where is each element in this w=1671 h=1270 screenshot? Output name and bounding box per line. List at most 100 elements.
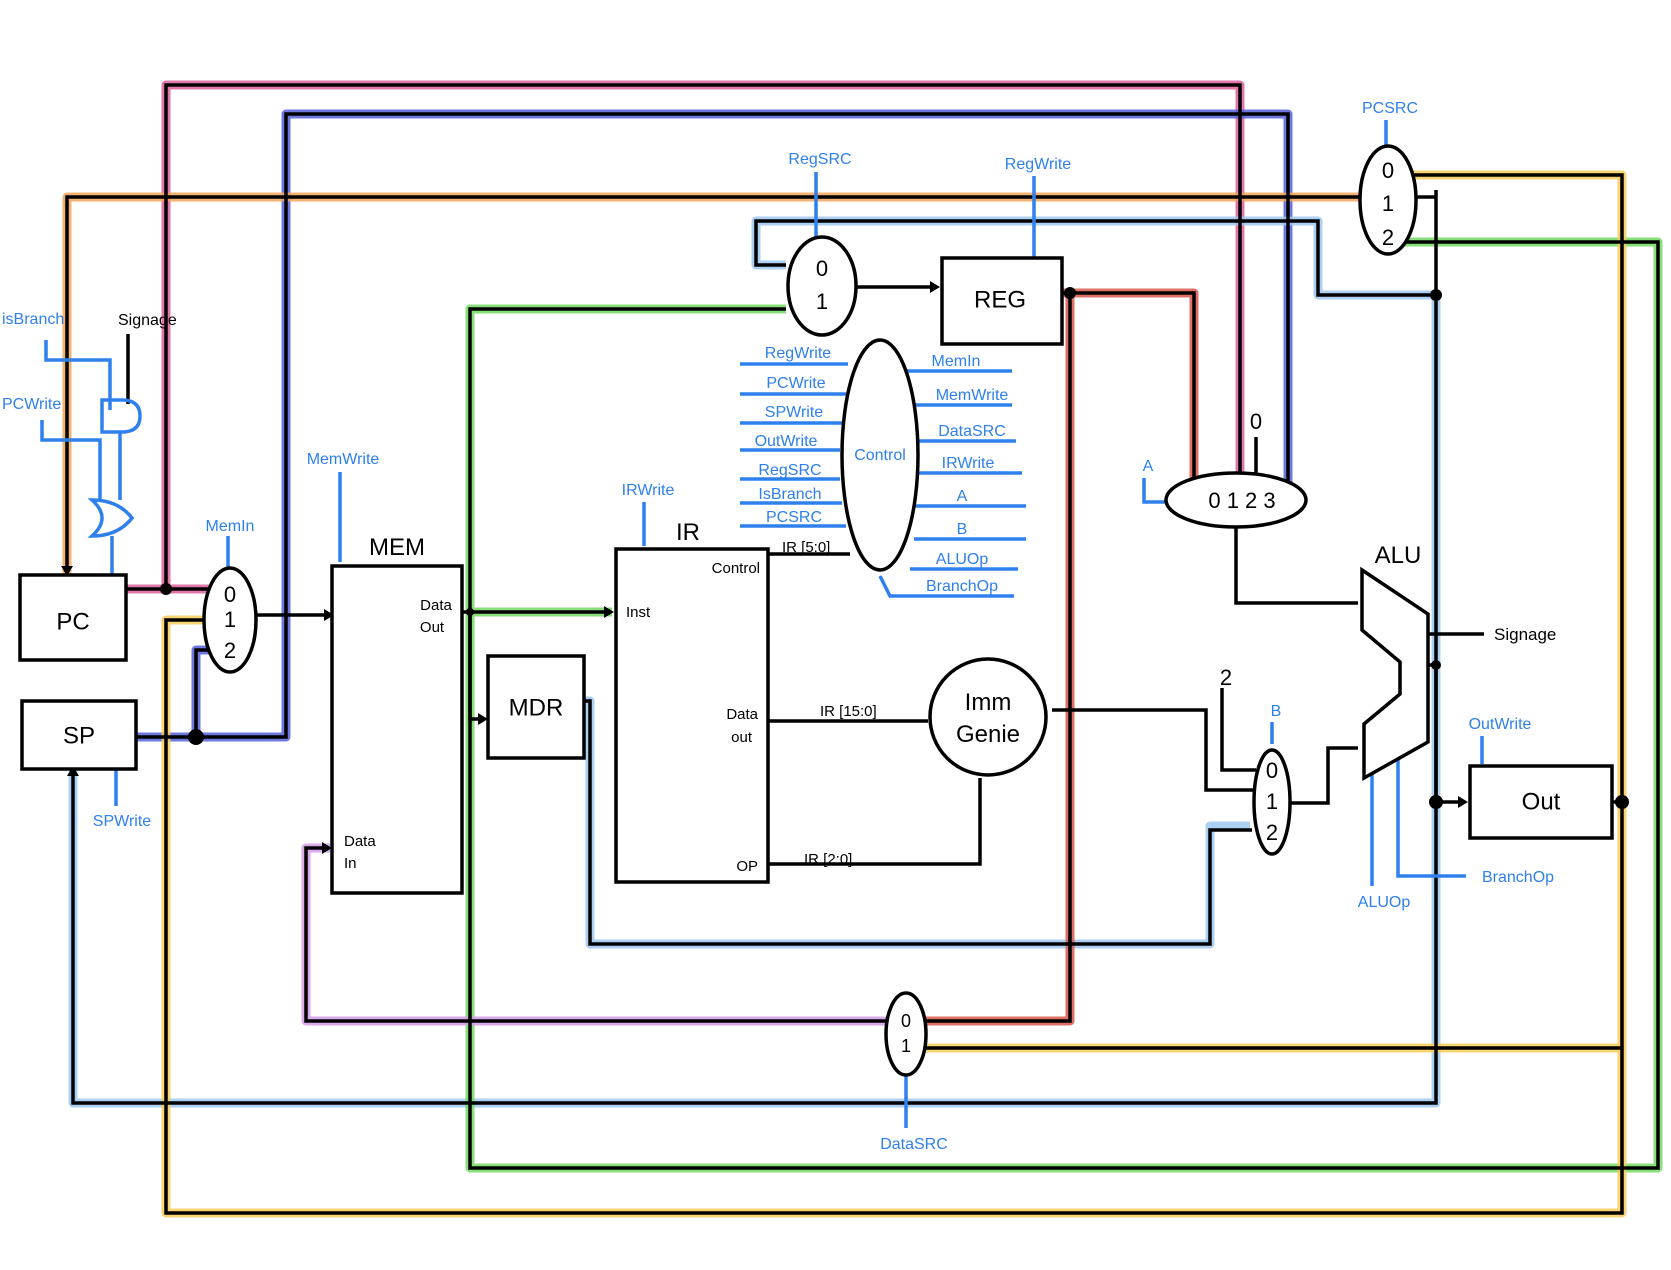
- wire-imm-to-bmux: [1052, 708, 1256, 792]
- aluop-label: ALUOp: [1358, 894, 1411, 911]
- wire-pc-to-amux: [164, 83, 1242, 589]
- irwrite-label: IRWrite: [622, 482, 675, 499]
- ir-5-0-label: IR [5:0]: [782, 539, 830, 556]
- imm-genie: [928, 657, 1048, 777]
- alu-label: ALU: [1375, 542, 1422, 569]
- mdr-register: [486, 654, 586, 760]
- junction-sp: [188, 729, 204, 745]
- control-outputs: [878, 369, 1026, 598]
- wire-mdr-to-bmux: [580, 699, 1252, 946]
- pcsrc-mux: [1358, 144, 1418, 256]
- ir-dataout-line1: Data: [726, 706, 758, 723]
- ctrl-out-datasrc: DataSRC: [938, 423, 1006, 440]
- b-mux-in2: 2: [1266, 820, 1278, 845]
- b-select-label: B: [1271, 703, 1282, 720]
- wire-reg-out: [1056, 291, 1196, 483]
- regwrite-label: RegWrite: [1005, 156, 1071, 173]
- ctrl-in-spwrite: SPWrite: [765, 404, 823, 421]
- arrow-sp-in: [67, 766, 79, 776]
- memwrite-label: MemWrite: [307, 451, 380, 468]
- wire-amux-out: [1234, 527, 1358, 605]
- imm-label-line1: Imm: [965, 689, 1012, 716]
- mem-data-in-line1: Data: [344, 833, 376, 850]
- line-isbranch: [44, 340, 112, 410]
- wire-pcsrc-to-pc: [65, 195, 1360, 568]
- alu-b-mux: [1252, 748, 1292, 856]
- memin-label: MemIn: [206, 518, 255, 535]
- control-inputs: [740, 362, 848, 528]
- datasrc-mux-in0: 0: [901, 1011, 911, 1031]
- mem-mux-in0: 0: [224, 582, 236, 607]
- mem-data-out-line2: Out: [420, 619, 445, 636]
- wire-regmux-loop: [754, 219, 1436, 297]
- junction-memout: [466, 608, 474, 616]
- outwrite-label: OutWrite: [1469, 716, 1532, 733]
- ir-control-port: Control: [712, 560, 760, 577]
- branchop-label: BranchOp: [1482, 869, 1554, 886]
- a-mux-const-0: 0: [1250, 409, 1262, 434]
- ctrl-out-memin: MemIn: [932, 353, 981, 370]
- ir-label: IR: [676, 519, 700, 546]
- ctrl-in-regsrc: RegSRC: [758, 462, 821, 479]
- out-label: Out: [1522, 788, 1561, 815]
- out-register: [1468, 764, 1614, 840]
- pcsrc-mux-in1: 1: [1382, 191, 1394, 216]
- reg-label: REG: [974, 286, 1026, 313]
- junction-out-in: [1429, 795, 1443, 809]
- arrow-out-in: [1458, 796, 1468, 808]
- ctrl-out-a: A: [957, 488, 968, 505]
- line-pcwrite: [40, 420, 102, 500]
- ir-register: [614, 547, 770, 884]
- arrow-mem-addr: [324, 609, 334, 621]
- wire-mem-to-regmux: [468, 307, 786, 612]
- pc-register: [18, 573, 128, 662]
- line-a-sel: [1142, 478, 1166, 504]
- ir-15-0-label: IR [15:0]: [820, 703, 877, 720]
- arrow-reg-in: [930, 281, 940, 293]
- wire-out-loop: [1400, 173, 1624, 804]
- regsrc-mux-in0: 0: [816, 256, 828, 281]
- wire-reg-to-datasrc: [924, 293, 1072, 1023]
- ir-op-port: OP: [736, 858, 758, 875]
- wire-ir-op: [764, 778, 982, 866]
- reg-file: [940, 256, 1064, 346]
- mdr-label: MDR: [509, 694, 564, 721]
- mem-data-out-line1: Data: [420, 597, 452, 614]
- regsrc-mux-in1: 1: [816, 289, 828, 314]
- arrow-pc-in: [61, 566, 73, 576]
- ir-dataout-line2: out: [731, 729, 753, 746]
- pcwrite-label: PCWrite: [2, 396, 61, 413]
- b-mux-const-2: 2: [1220, 665, 1232, 690]
- ctrl-out-branchop: BranchOp: [926, 578, 998, 595]
- and-gate: [100, 398, 142, 434]
- mem-mux-in1: 1: [224, 607, 236, 632]
- datasrc-label: DataSRC: [880, 1136, 948, 1153]
- a-mux-inputs: 0 1 2 3: [1208, 488, 1275, 513]
- sp-label: SP: [63, 722, 95, 749]
- wire-sp-out: [136, 112, 1290, 739]
- arrow-mdr-in: [478, 713, 488, 725]
- alu-unit: [1360, 566, 1430, 781]
- imm-label-line2: Genie: [956, 721, 1020, 748]
- b-mux-in1: 1: [1266, 789, 1278, 814]
- ir-2-0-label: IR [2:0]: [804, 851, 852, 868]
- ir-inst-port: Inst: [626, 604, 651, 621]
- a-select-label: A: [1143, 458, 1154, 475]
- isbranch-label: isBranch: [2, 311, 64, 328]
- signage-in-label: Signage: [118, 312, 177, 329]
- junction-out: [1615, 795, 1629, 809]
- ctrl-in-outwrite: OutWrite: [755, 433, 818, 450]
- wire-bmux-to-alu: [1290, 746, 1358, 805]
- wire-out-to-memmux: [164, 618, 1624, 1215]
- arrow-mem-datain: [322, 842, 332, 854]
- pcsrc-label: PCSRC: [1362, 100, 1418, 117]
- sp-register: [20, 699, 138, 771]
- pc-label: PC: [56, 608, 89, 635]
- ctrl-out-b: B: [957, 521, 968, 538]
- mem-block: [330, 564, 464, 895]
- control-label: Control: [854, 447, 906, 464]
- wire-bmux-const2: [1220, 688, 1256, 772]
- datasrc-mux-in1: 1: [901, 1036, 911, 1056]
- ctrl-in-pcsrc: PCSRC: [766, 509, 822, 526]
